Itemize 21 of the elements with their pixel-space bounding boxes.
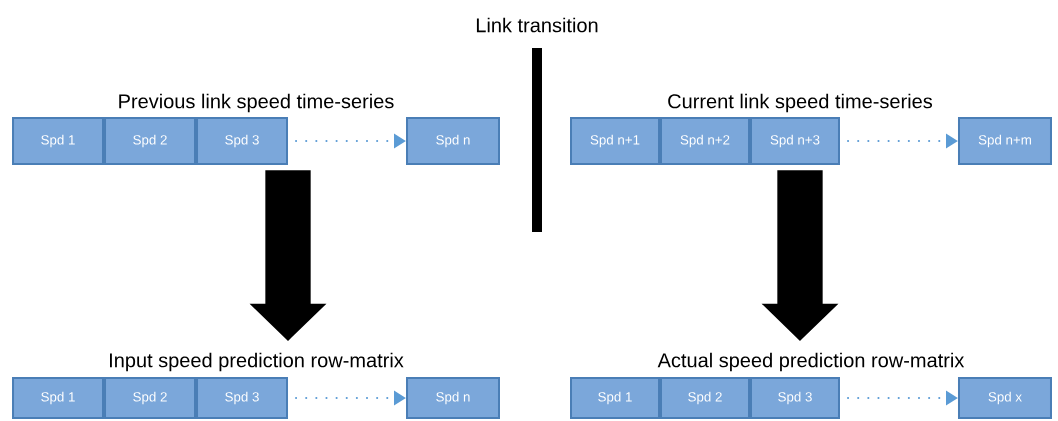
- speed-cell: Spd n+1: [570, 117, 660, 165]
- speed-cell: Spd 2: [104, 377, 196, 419]
- heading: Link transition: [476, 17, 598, 33]
- speed-cell: Spd n: [406, 377, 500, 419]
- speed-cell: Spd 3: [196, 377, 288, 419]
- speed-cell: Spd 3: [750, 377, 840, 419]
- heading: Actual speed prediction row-matrix: [657, 352, 965, 372]
- speed-cell: Spd 2: [660, 377, 750, 419]
- heading: Input speed prediction row-matrix: [110, 352, 404, 372]
- speed-cell: Spd n+3: [750, 117, 840, 165]
- speed-cell: Spd 1: [570, 377, 660, 419]
- heading: Previous link speed time-series: [119, 93, 394, 113]
- speed-cell: Spd 1: [12, 377, 104, 419]
- speed-cell: Spd n+2: [660, 117, 750, 165]
- speed-cell: Spd n: [406, 117, 500, 165]
- speed-cell: Spd 2: [104, 117, 196, 165]
- speed-cell: Spd n+m: [958, 117, 1052, 165]
- speed-cell: Spd 1: [12, 117, 104, 165]
- speed-cell: Spd 3: [196, 117, 288, 165]
- heading: Current link speed time-series: [668, 93, 933, 113]
- speed-cell: Spd x: [958, 377, 1052, 419]
